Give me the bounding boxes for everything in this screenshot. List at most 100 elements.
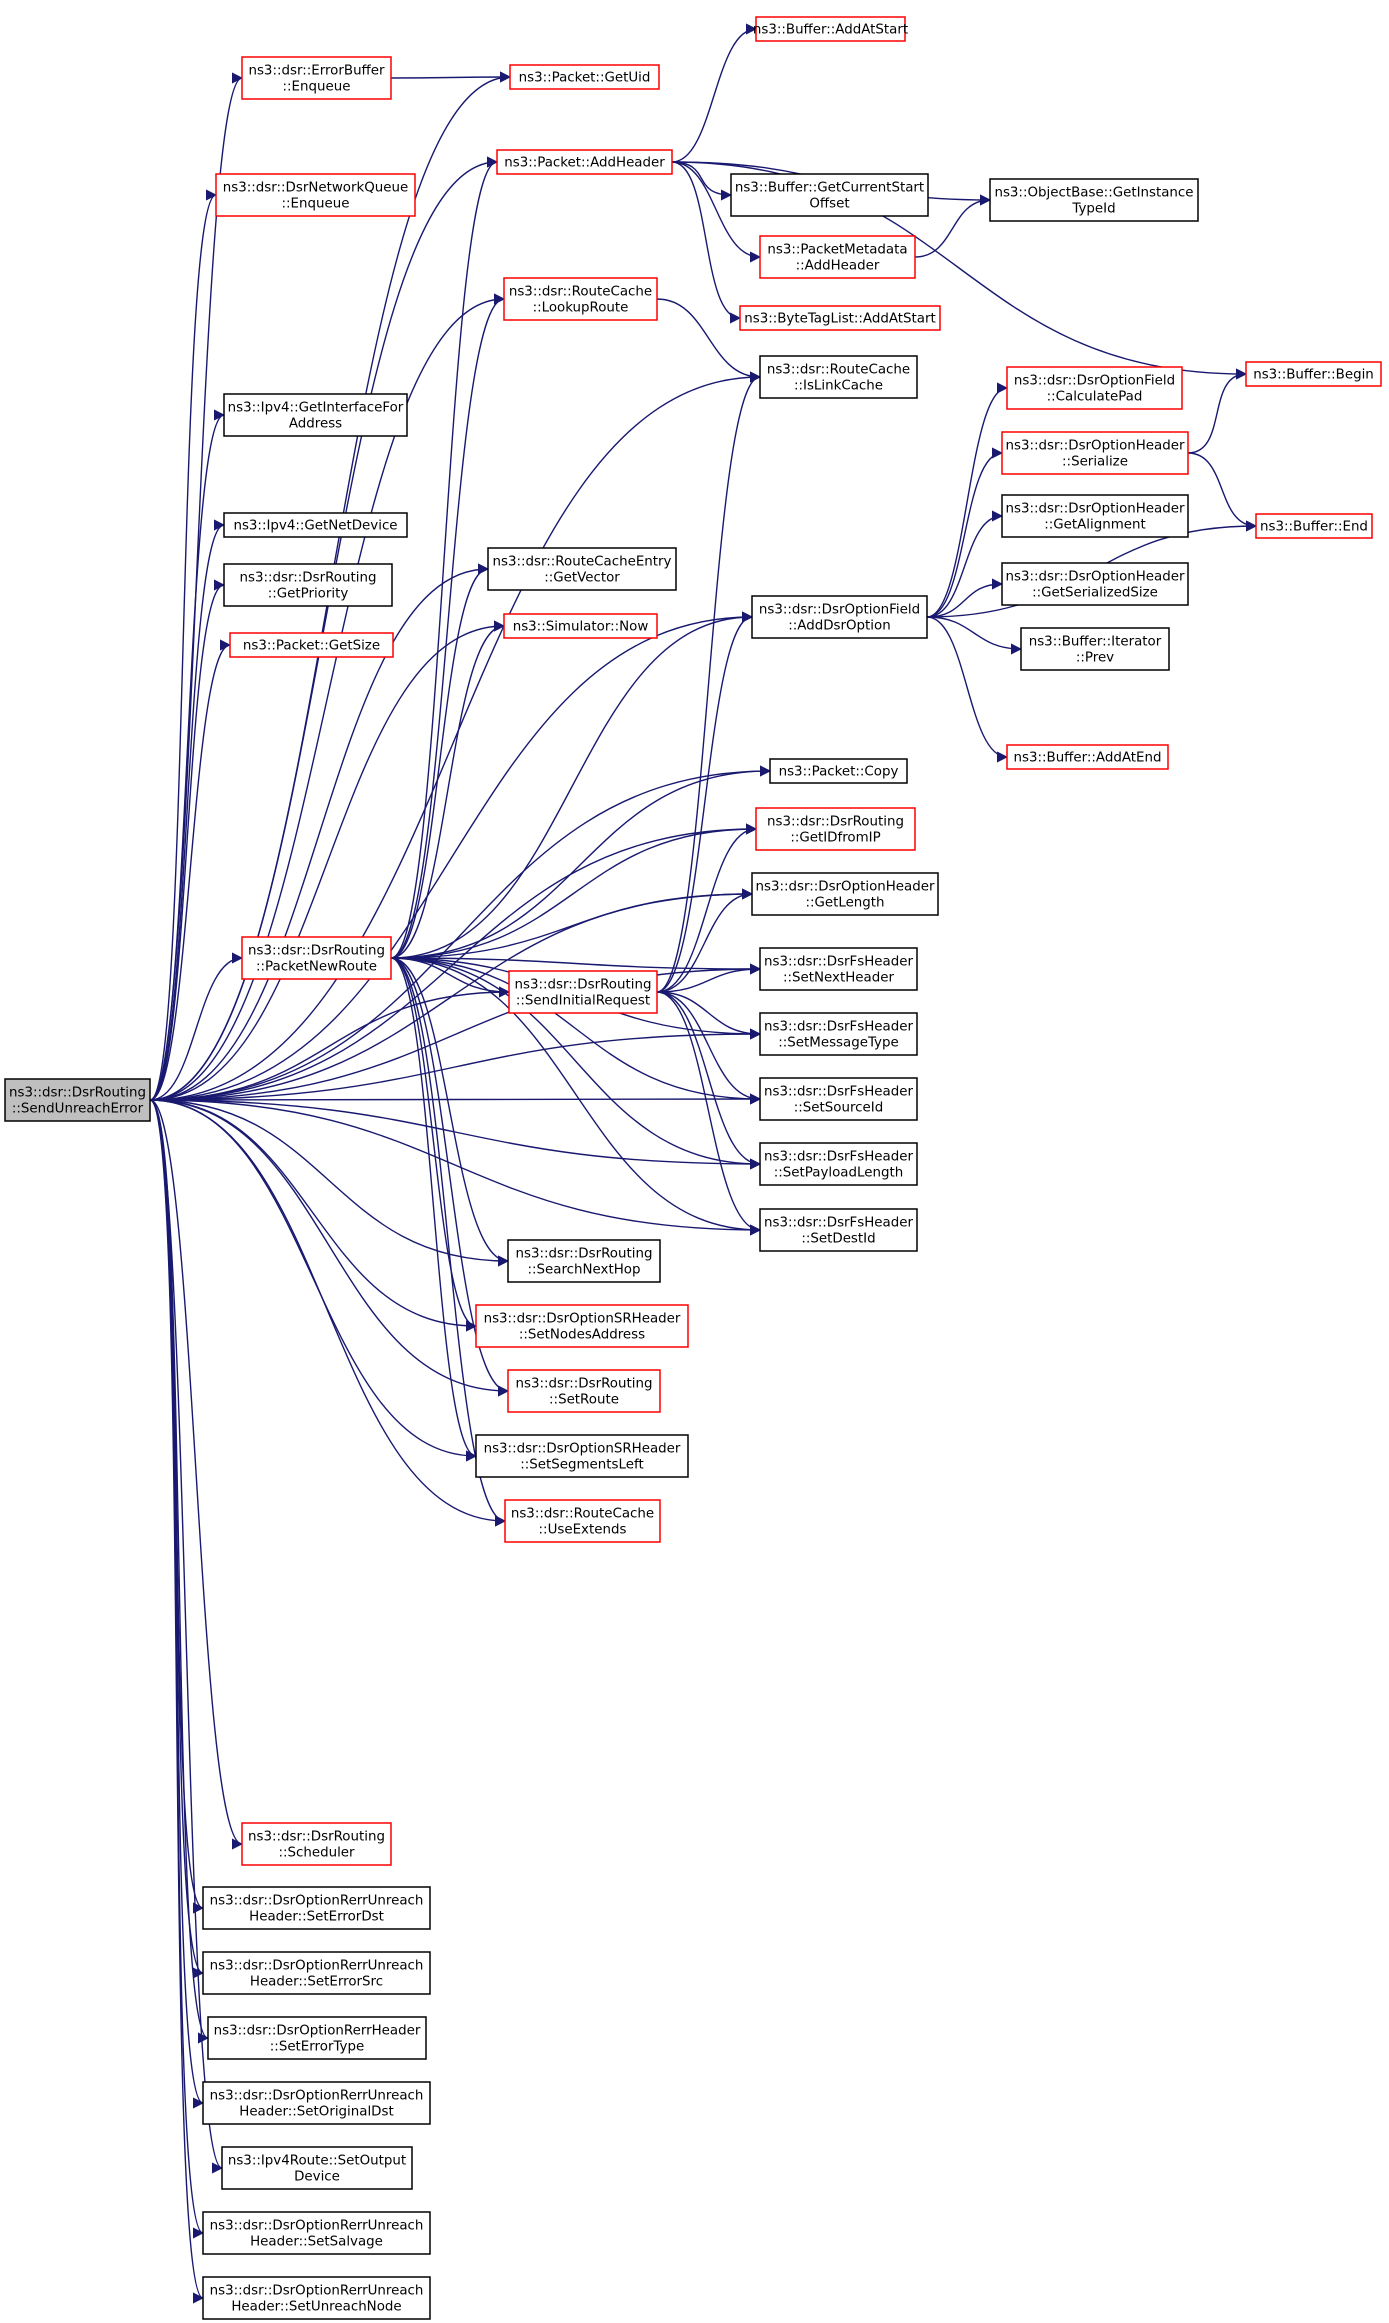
call-edge-dsr_sendinitial-to-fs_setdest (656, 991, 762, 1236)
node-opthdr_serialize[interactable]: ns3::dsr::DsrOptionHeader::Serialize (1001, 431, 1189, 475)
node-root[interactable]: ns3::dsr::DsrRouting::SendUnreachError (4, 1078, 151, 1122)
call-edge-dsr_packetnewroute-to-sim_now (390, 620, 506, 959)
node-pkt_addheader[interactable]: ns3::Packet::AddHeader (496, 149, 673, 175)
node-rerrun_seterrdst[interactable]: ns3::dsr::DsrOptionRerrUnreachHeader::Se… (202, 1886, 431, 1930)
node-label: ns3::Packet::GetSize (243, 639, 380, 654)
node-box (755, 807, 916, 851)
node-label: ns3::Buffer::AddAtEnd (1014, 751, 1162, 766)
node-rerrun_setorigdst[interactable]: ns3::dsr::DsrOptionRerrUnreachHeader::Se… (202, 2081, 431, 2125)
call-edge-root-to-fs_setpayload (149, 1099, 762, 1170)
call-edge-dsr_packetnewroute-to-srhdr_setsegments (390, 957, 478, 1462)
node-dsr_packetnewroute[interactable]: ns3::dsr::DsrRouting::PacketNewRoute (241, 936, 392, 980)
node-buf_end[interactable]: ns3::Buffer::End (1255, 513, 1373, 539)
node-label: ::SendUnreachError (12, 1102, 144, 1117)
node-box (487, 547, 677, 591)
node-label: ns3::Buffer::AddAtStart (753, 23, 908, 38)
node-label: ns3::dsr::DsrRouting (240, 571, 377, 586)
node-box (1020, 627, 1170, 671)
node-label: ns3::Ipv4Route::SetOutput (228, 2154, 406, 2169)
call-edge-root-to-routecache_lookup (149, 293, 506, 1101)
node-srhdr_setsegments[interactable]: ns3::dsr::DsrOptionSRHeader::SetSegments… (475, 1434, 689, 1478)
node-dsr_sendinitial[interactable]: ns3::dsr::DsrRouting::SendInitialRequest (508, 970, 658, 1014)
node-routecache_lookup[interactable]: ns3::dsr::RouteCache::LookupRoute (503, 277, 658, 321)
node-sim_now[interactable]: ns3::Simulator::Now (503, 613, 658, 639)
node-fs_setmsgtype[interactable]: ns3::dsr::DsrFsHeader::SetMessageType (759, 1012, 918, 1056)
node-box (507, 1369, 661, 1413)
node-label: ns3::Buffer::Begin (1253, 368, 1374, 383)
node-label: Address (289, 417, 342, 432)
node-box (241, 56, 392, 100)
node-label: Offset (809, 197, 849, 212)
node-buf_addatstart[interactable]: ns3::Buffer::AddAtStart (753, 16, 908, 42)
node-dsr_getpriority[interactable]: ns3::dsr::DsrRouting::GetPriority (223, 563, 393, 607)
node-dsr_setroute[interactable]: ns3::dsr::DsrRouting::SetRoute (507, 1369, 661, 1413)
node-dsr_scheduler[interactable]: ns3::dsr::DsrRouting::Scheduler (241, 1822, 392, 1866)
node-box (1006, 366, 1183, 410)
node-routecache_islink[interactable]: ns3::dsr::RouteCache::IsLinkCache (759, 355, 918, 399)
node-rerr_seterrtype[interactable]: ns3::dsr::DsrOptionRerrHeader::SetErrorT… (207, 2016, 427, 2060)
node-box (504, 1499, 661, 1543)
call-edge-dsr_sendinitial-to-fs_setnext (656, 963, 762, 993)
node-pkt_getuid[interactable]: ns3::Packet::GetUid (509, 64, 660, 90)
node-label: ns3::dsr::DsrFsHeader (764, 1085, 913, 1100)
node-label: ::PacketNewRoute (256, 960, 377, 975)
node-fs_setsource[interactable]: ns3::dsr::DsrFsHeader::SetSourceId (759, 1077, 918, 1121)
node-buf_begin[interactable]: ns3::Buffer::Begin (1245, 361, 1382, 387)
call-nodes: ns3::dsr::DsrRouting::SendUnreachErrorns… (4, 16, 1382, 2320)
node-box (475, 1434, 689, 1478)
node-box (1006, 744, 1169, 770)
node-label: TypeId (1071, 202, 1115, 217)
call-edge-dsr_sendinitial-to-fs_setsource (656, 991, 762, 1105)
node-rerrun_seterrsrc[interactable]: ns3::dsr::DsrOptionRerrUnreachHeader::Se… (202, 1951, 431, 1995)
node-srhdr_setnodes[interactable]: ns3::dsr::DsrOptionSRHeader::SetNodesAdd… (475, 1304, 689, 1348)
call-edge-root-to-ipv4_getnetdev (149, 519, 226, 1101)
node-fs_setpayload[interactable]: ns3::dsr::DsrFsHeader::SetPayloadLength (759, 1142, 918, 1186)
call-edge-pkt_addheader-to-bytetag_addatstart (671, 161, 742, 324)
node-box (751, 595, 928, 639)
node-box (507, 1239, 661, 1283)
node-box (202, 2081, 431, 2125)
node-box (739, 305, 941, 331)
node-opthdr_getalign[interactable]: ns3::dsr::DsrOptionHeader::GetAlignment (1001, 494, 1189, 538)
node-pkt_getsize[interactable]: ns3::Packet::GetSize (229, 632, 394, 658)
node-optfield_calcpad[interactable]: ns3::dsr::DsrOptionField::CalculatePad (1006, 366, 1183, 410)
node-opthdr_getlength[interactable]: ns3::dsr::DsrOptionHeader::GetLength (751, 872, 939, 916)
node-bufit_prev[interactable]: ns3::Buffer::Iterator::Prev (1020, 627, 1170, 671)
node-label: ::Enqueue (283, 80, 351, 95)
node-label: ns3::Ipv4::GetInterfaceFor (228, 401, 404, 416)
node-netq_enq[interactable]: ns3::dsr::DsrNetworkQueue::Enqueue (215, 173, 416, 217)
call-edge-dsr_packetnewroute-to-routecache_lookup (390, 293, 506, 959)
call-edge-errbuf_enq-to-pkt_getuid (390, 71, 512, 83)
node-dsr_getidfromip[interactable]: ns3::dsr::DsrRouting::GetIDfromIP (755, 807, 916, 851)
node-rerrun_setunreach[interactable]: ns3::dsr::DsrOptionRerrUnreachHeader::Se… (202, 2276, 431, 2320)
node-pkt_copy[interactable]: ns3::Packet::Copy (769, 758, 908, 784)
node-label: ns3::dsr::DsrRouting (516, 1377, 653, 1392)
node-label: ::SetErrorType (270, 2040, 364, 2055)
node-fs_setdest[interactable]: ns3::dsr::DsrFsHeader::SetDestId (759, 1208, 918, 1252)
node-ipv4_getnetdev[interactable]: ns3::Ipv4::GetNetDevice (223, 512, 408, 538)
node-optfield_adddsr[interactable]: ns3::dsr::DsrOptionField::AddDsrOption (751, 595, 928, 639)
node-label: ::GetVector (544, 571, 620, 586)
node-dsr_searchnext[interactable]: ns3::dsr::DsrRouting::SearchNextHop (507, 1239, 661, 1283)
node-opthdr_getsersize[interactable]: ns3::dsr::DsrOptionHeader::GetSerialized… (1001, 562, 1189, 606)
node-label: ::SetSourceId (794, 1101, 883, 1116)
call-edge-pkt_addheader-to-buf_getcurrent (671, 161, 733, 201)
node-label: ::GetIDfromIP (790, 831, 880, 846)
node-rce_getvector[interactable]: ns3::dsr::RouteCacheEntry::GetVector (487, 547, 677, 591)
node-rerrun_setsalvage[interactable]: ns3::dsr::DsrOptionRerrUnreachHeader::Se… (202, 2211, 431, 2255)
node-routecache_useext[interactable]: ns3::dsr::RouteCache::UseExtends (504, 1499, 661, 1543)
node-errbuf_enq[interactable]: ns3::dsr::ErrorBuffer::Enqueue (241, 56, 392, 100)
node-label: ::LookupRoute (533, 301, 629, 316)
call-edge-dsr_packetnewroute-to-dsr_searchnext (390, 957, 510, 1267)
node-box (241, 936, 392, 980)
node-label: ns3::dsr::DsrOptionHeader (1005, 439, 1185, 454)
node-fs_setnext[interactable]: ns3::dsr::DsrFsHeader::SetNextHeader (759, 947, 918, 991)
node-box (759, 1077, 918, 1121)
node-pktmeta_addheader[interactable]: ns3::PacketMetadata::AddHeader (759, 235, 916, 279)
node-bytetag_addatstart[interactable]: ns3::ByteTagList::AddAtStart (739, 305, 941, 331)
node-buf_addatend[interactable]: ns3::Buffer::AddAtEnd (1006, 744, 1169, 770)
